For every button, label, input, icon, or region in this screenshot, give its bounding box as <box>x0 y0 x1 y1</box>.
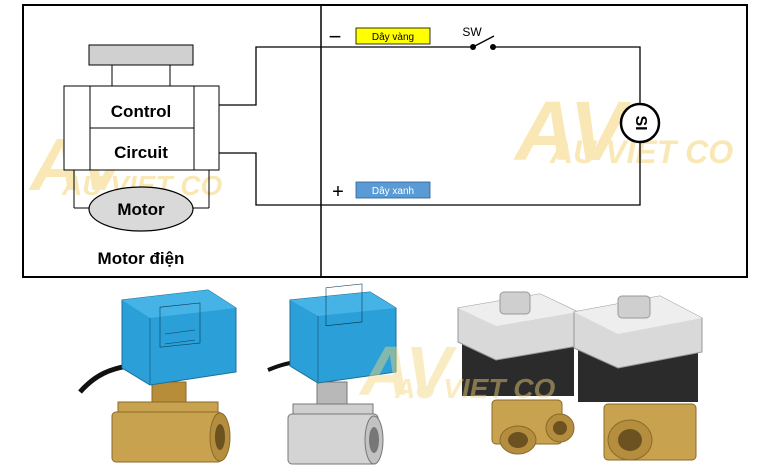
motor-assembly: Control Circuit Motor Motor điện <box>63 44 220 268</box>
top-connector-block <box>88 44 194 66</box>
control-label: Control <box>111 102 171 121</box>
motor-label: Motor <box>117 200 165 219</box>
diagram-frame <box>22 4 748 278</box>
blue-wire-tag: Dây xanh <box>355 181 431 199</box>
motor-caption: Motor điện <box>98 249 185 268</box>
source-label: SI <box>632 115 649 130</box>
blue-wire-label: Dây xanh <box>372 186 414 197</box>
wire-switch-to-source <box>494 46 641 105</box>
product-photo-blue-brass <box>78 289 237 463</box>
watermark-brand-text: AU VIET CO <box>394 373 555 404</box>
watermark-logo-letters: AV <box>513 84 631 178</box>
product-photo-blue-steel <box>267 283 397 465</box>
yellow-wire-label: Dây vàng <box>372 32 414 43</box>
circuit-wires <box>219 46 641 206</box>
wire-negative <box>219 46 470 106</box>
product-photo-grey-brass <box>457 291 703 461</box>
switch-sw: SW <box>462 25 496 50</box>
plus-sign: + <box>332 181 344 203</box>
minus-sign: − <box>329 24 342 49</box>
circuit-label: Circuit <box>114 143 168 162</box>
yellow-wire-tag: Dây vàng <box>355 27 431 45</box>
switch-label: SW <box>462 25 482 39</box>
watermark-photo-area: AV AU VIET CO <box>358 332 555 410</box>
watermark-logo-letters: AV <box>358 332 457 410</box>
motor-ellipse <box>88 186 194 232</box>
source-si: SI <box>619 102 661 144</box>
wire-positive <box>219 141 641 206</box>
